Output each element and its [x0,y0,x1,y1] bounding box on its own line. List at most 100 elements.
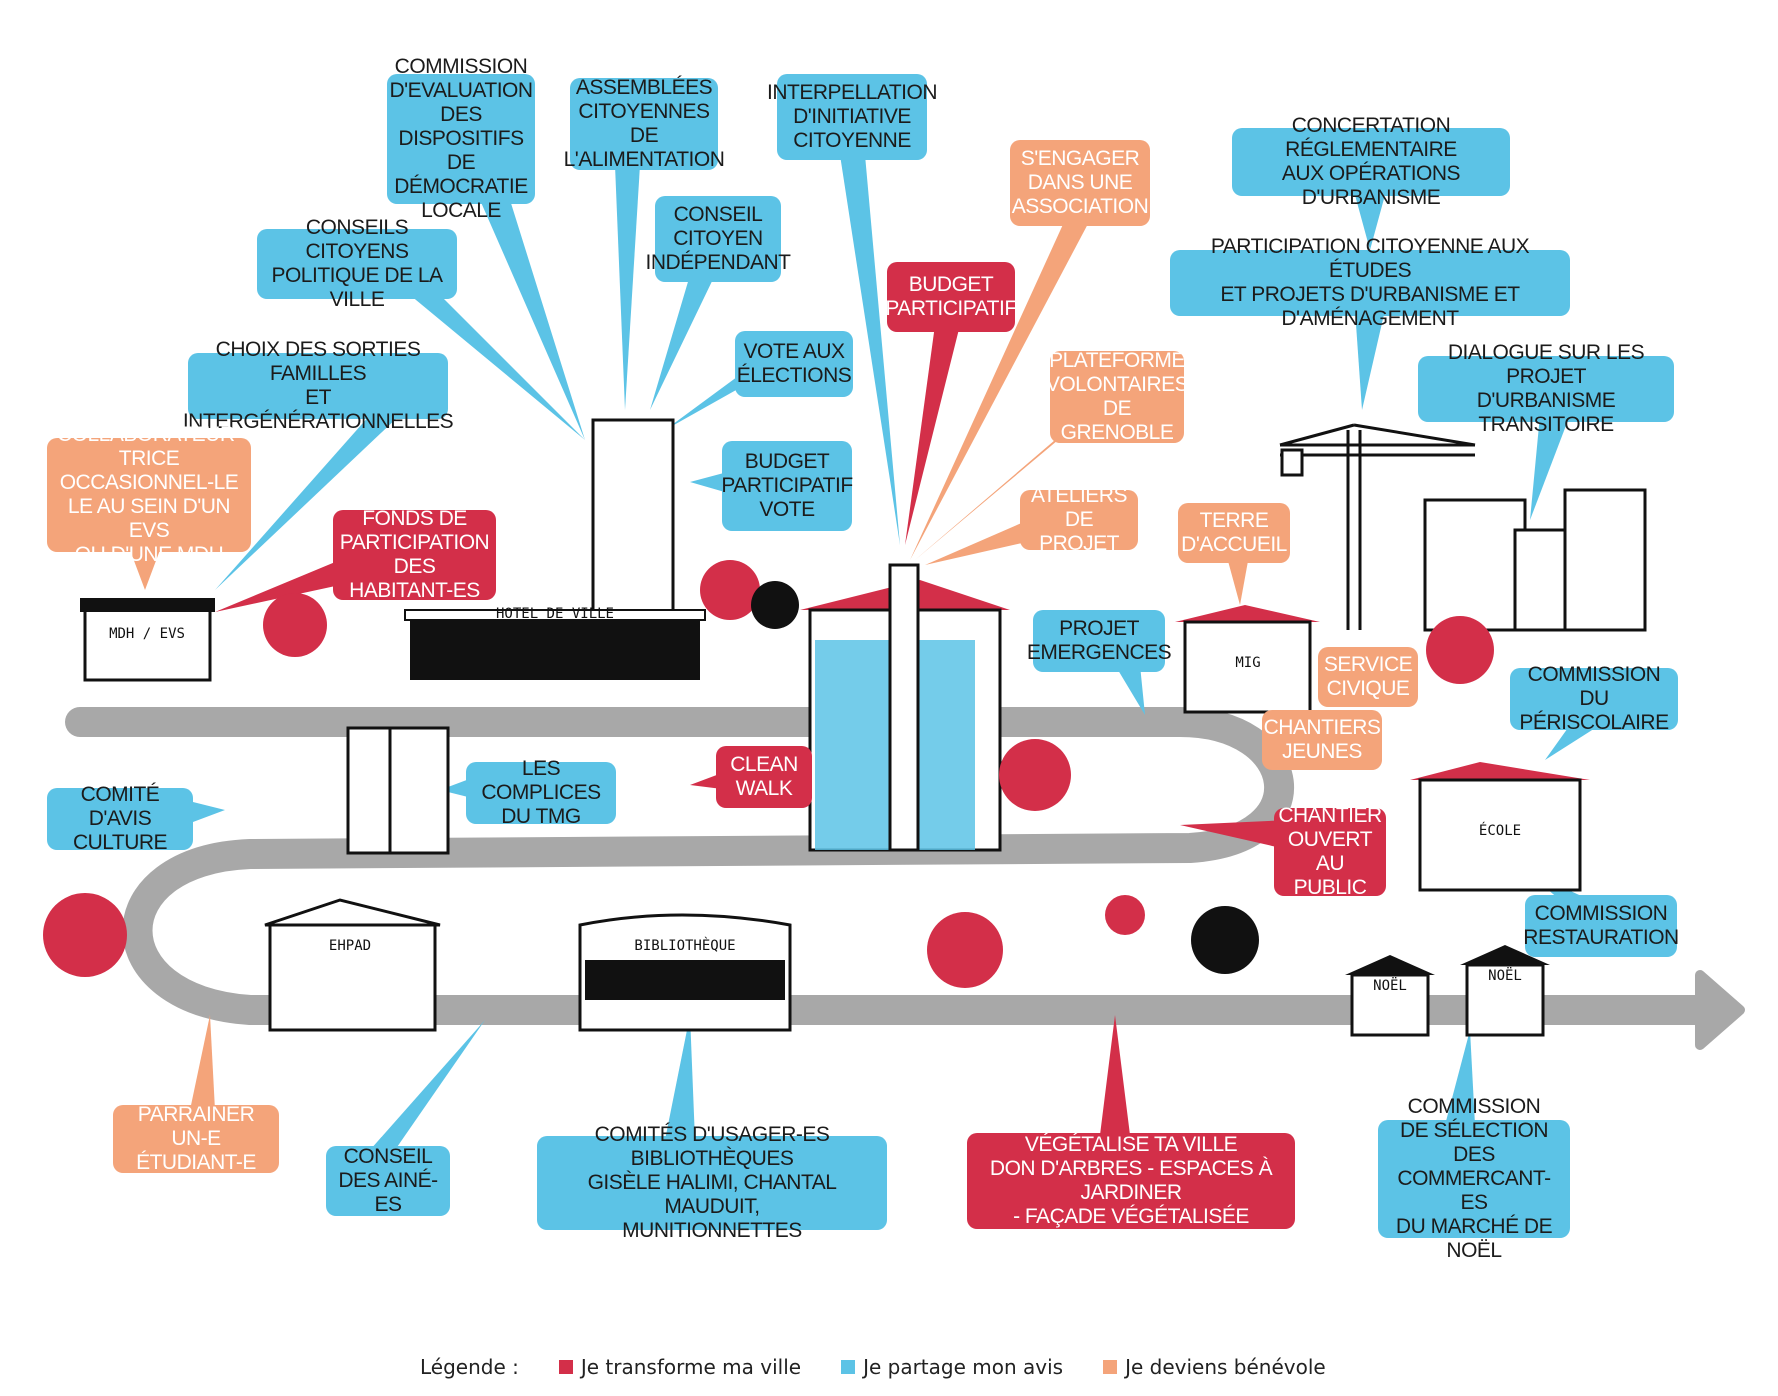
pointer-sengager [910,220,1090,560]
tree-red [43,893,127,977]
pointer-budget [905,325,960,545]
bubble-commission-evaluation: COMMISSION D'EVALUATION DES DISPOSITIFS … [387,55,535,222]
mdh-evs-label: MDH / EVS [109,626,185,642]
bubble-comites-bibliotheques: COMITÉS D'USAGER-ES BIBLIOTHÈQUES GISÈLE… [537,1123,887,1242]
bubble-commission-noel: COMMISSION DE SÉLECTION DES COMMERCANT-E… [1378,1095,1570,1262]
pointer-fonds [215,560,340,612]
mdh-evs-building: MDH / EVS [80,598,215,682]
tree-black [1191,906,1259,974]
bubble-chantiers-jeunes: CHANTIERS JEUNES [1262,710,1382,770]
pointer-comite-culture [185,800,225,825]
pointer-conseils-politique [410,295,585,440]
noel-1-label: NOËL [1373,976,1407,994]
noel-chalet-2: NOËL [1460,945,1550,1037]
bubble-fonds-participation: FONDS DE PARTICIPATION DES HABITANT-ES [333,507,496,602]
bubble-conseil-citoyen-independant: CONSEIL CITOYEN INDÉPENDANT [645,196,791,282]
noel-chalet-1: NOËL [1345,955,1435,1037]
bubble-choix-sorties: CHOIX DES SORTIES FAMILLES ET INTERGÉNÉR… [182,338,454,433]
bibliotheque-label: BIBLIOTHÈQUE [634,937,735,954]
bubble-dialogue-transitoire: DIALOGUE SUR LES PROJET D'URBANISME TRAN… [1418,341,1674,436]
pointer-bibliotheques [665,1015,695,1140]
bubble-complices-tmg: LES COMPLICES DU TMG [466,757,616,828]
bubble-vote-elections: VOTE AUX ÉLECTIONS [735,331,853,397]
pointer-parrainer [190,1015,215,1110]
pointer-vegetalise [1100,1015,1130,1135]
hotel-tower [591,418,675,617]
pointer-aines [370,1020,485,1150]
pointer-collaborateur [130,550,160,590]
mig-label: MIG [1235,655,1260,671]
legend-swatch-orange [1103,1360,1118,1374]
apartment-right [1563,488,1647,632]
pointer-choix-sorties [215,415,400,590]
tree-red [263,593,327,657]
tree-red [1105,895,1145,935]
noel-2-label: NOËL [1488,966,1522,984]
bubble-concertation-reglementaire: CONCERTATION RÉGLEMENTAIRE AUX OPÉRATION… [1232,114,1510,209]
ecole-label: ÉCOLE [1479,822,1521,839]
bubble-commission-periscolaire: COMMISSION DU PÉRISCOLAIRE [1510,663,1678,734]
bibliotheque-building: BIBLIOTHÈQUE [578,913,792,1032]
pointer-ateliers [925,515,1040,565]
maison-vie-associative [800,563,1010,852]
pointer-chantier-ouvert [1180,820,1290,850]
bubble-budget-participatif-vote: BUDGET PARTICIPATIF VOTE [721,441,853,531]
bubble-plateforme-volontaires: PLATEFORME VOLONTAIRES DE GRENOBLE [1045,349,1189,444]
pointer-plateforme [915,410,1090,560]
hotel-de-ville-label: HOTEL DE VILLE [496,606,614,622]
bubble-participation-etudes: PARTICIPATION CITOYENNE AUX ÉTUDES ET PR… [1170,235,1570,330]
bubble-pointers [130,155,1600,1150]
pointer-participation-etudes [1355,310,1385,410]
tree-black [751,581,799,629]
bubble-conseil-aines: CONSEIL DES AINÉ-ES [326,1145,450,1216]
bubble-budget-participatif: BUDGET PARTICIPATIF [885,262,1017,332]
bubble-collaborateur: COLLABORATEUR-TRICE OCCASIONNEL-LE LE AU… [47,423,251,566]
pointer-commission-evaluation [480,200,585,440]
ehpad-building: EHPAD [264,898,441,1032]
bubble-parrainer-etudiant: PARRAINER UN-E ÉTUDIANT-E [113,1103,279,1174]
legend-volunteer: Je deviens bénévole [1125,1355,1326,1379]
apartment-left [1423,498,1527,632]
bubble-service-civique: SERVICE CIVIQUE [1318,647,1418,707]
bubble-conseils-citoyens-politique: CONSEILS CITOYENS POLITIQUE DE LA VILLE [257,216,457,311]
legend-transform: Je transforme ma ville [580,1355,802,1379]
bubble-ateliers-projet: ATELIERS DE PROJET [1020,484,1138,555]
legend-share: Je partage mon avis [863,1355,1064,1379]
bubble-projet-emergences: PROJET EMERGENCES [1027,610,1172,672]
legend-swatch-blue [841,1360,856,1374]
bubble-assemblees-alimentation: ASSEMBLÉES CITOYENNES DE L'ALIMENTATION [563,76,725,171]
bubble-chantier-ouvert: CHANTIER OUVERT AU PUBLIC [1274,804,1386,899]
bubble-commission-restauration: COMMISSION RESTAURATION [1523,895,1679,957]
pointer-projet-emergences [1115,665,1145,715]
pointer-assemblees [615,165,640,410]
tree-red [999,739,1071,811]
road-path [65,707,1715,1025]
crane [1279,423,1476,630]
bubble-comite-culture: COMITÉ D'AVIS CULTURE [47,783,193,854]
pointer-noel [1445,1030,1475,1125]
apartment-blocks [1423,488,1647,632]
pointer-periscolaire [1545,725,1600,760]
legend-swatch-red [558,1360,573,1374]
road [65,707,1745,1050]
hotel-de-ville: HOTEL DE VILLE [404,418,706,680]
ehpad-label: EHPAD [329,938,371,954]
bubble-vegetalise-ville: VÉGÉTALISE TA VILLE DON D'ARBRES - ESPAC… [967,1133,1295,1229]
pointer-dialogue [1530,415,1570,520]
bubble-clean-walk: CLEAN WALK [716,746,812,808]
legend-title: Légende : [420,1355,519,1379]
tree-red [1426,616,1494,684]
road-arrow-head [1695,970,1745,1050]
bubble-terre-accueil: TERRE D'ACCUEIL [1178,503,1290,563]
bubble-sengager-association: S'ENGAGER DANS UNE ASSOCIATION [1010,140,1150,226]
mig-building: MIG [1175,605,1320,714]
ecole-building: ÉCOLE [1410,762,1590,892]
theatre-building [346,726,450,855]
tree-red [927,912,1003,988]
legend: Légende : Je transforme ma ville Je part… [420,1355,1326,1379]
pointer-interpellation [840,155,900,545]
trees [43,560,1494,988]
pointer-concertation [1355,195,1385,250]
bubble-interpellation: INTERPELLATION D'INITIATIVE CITOYENNE [767,74,938,160]
